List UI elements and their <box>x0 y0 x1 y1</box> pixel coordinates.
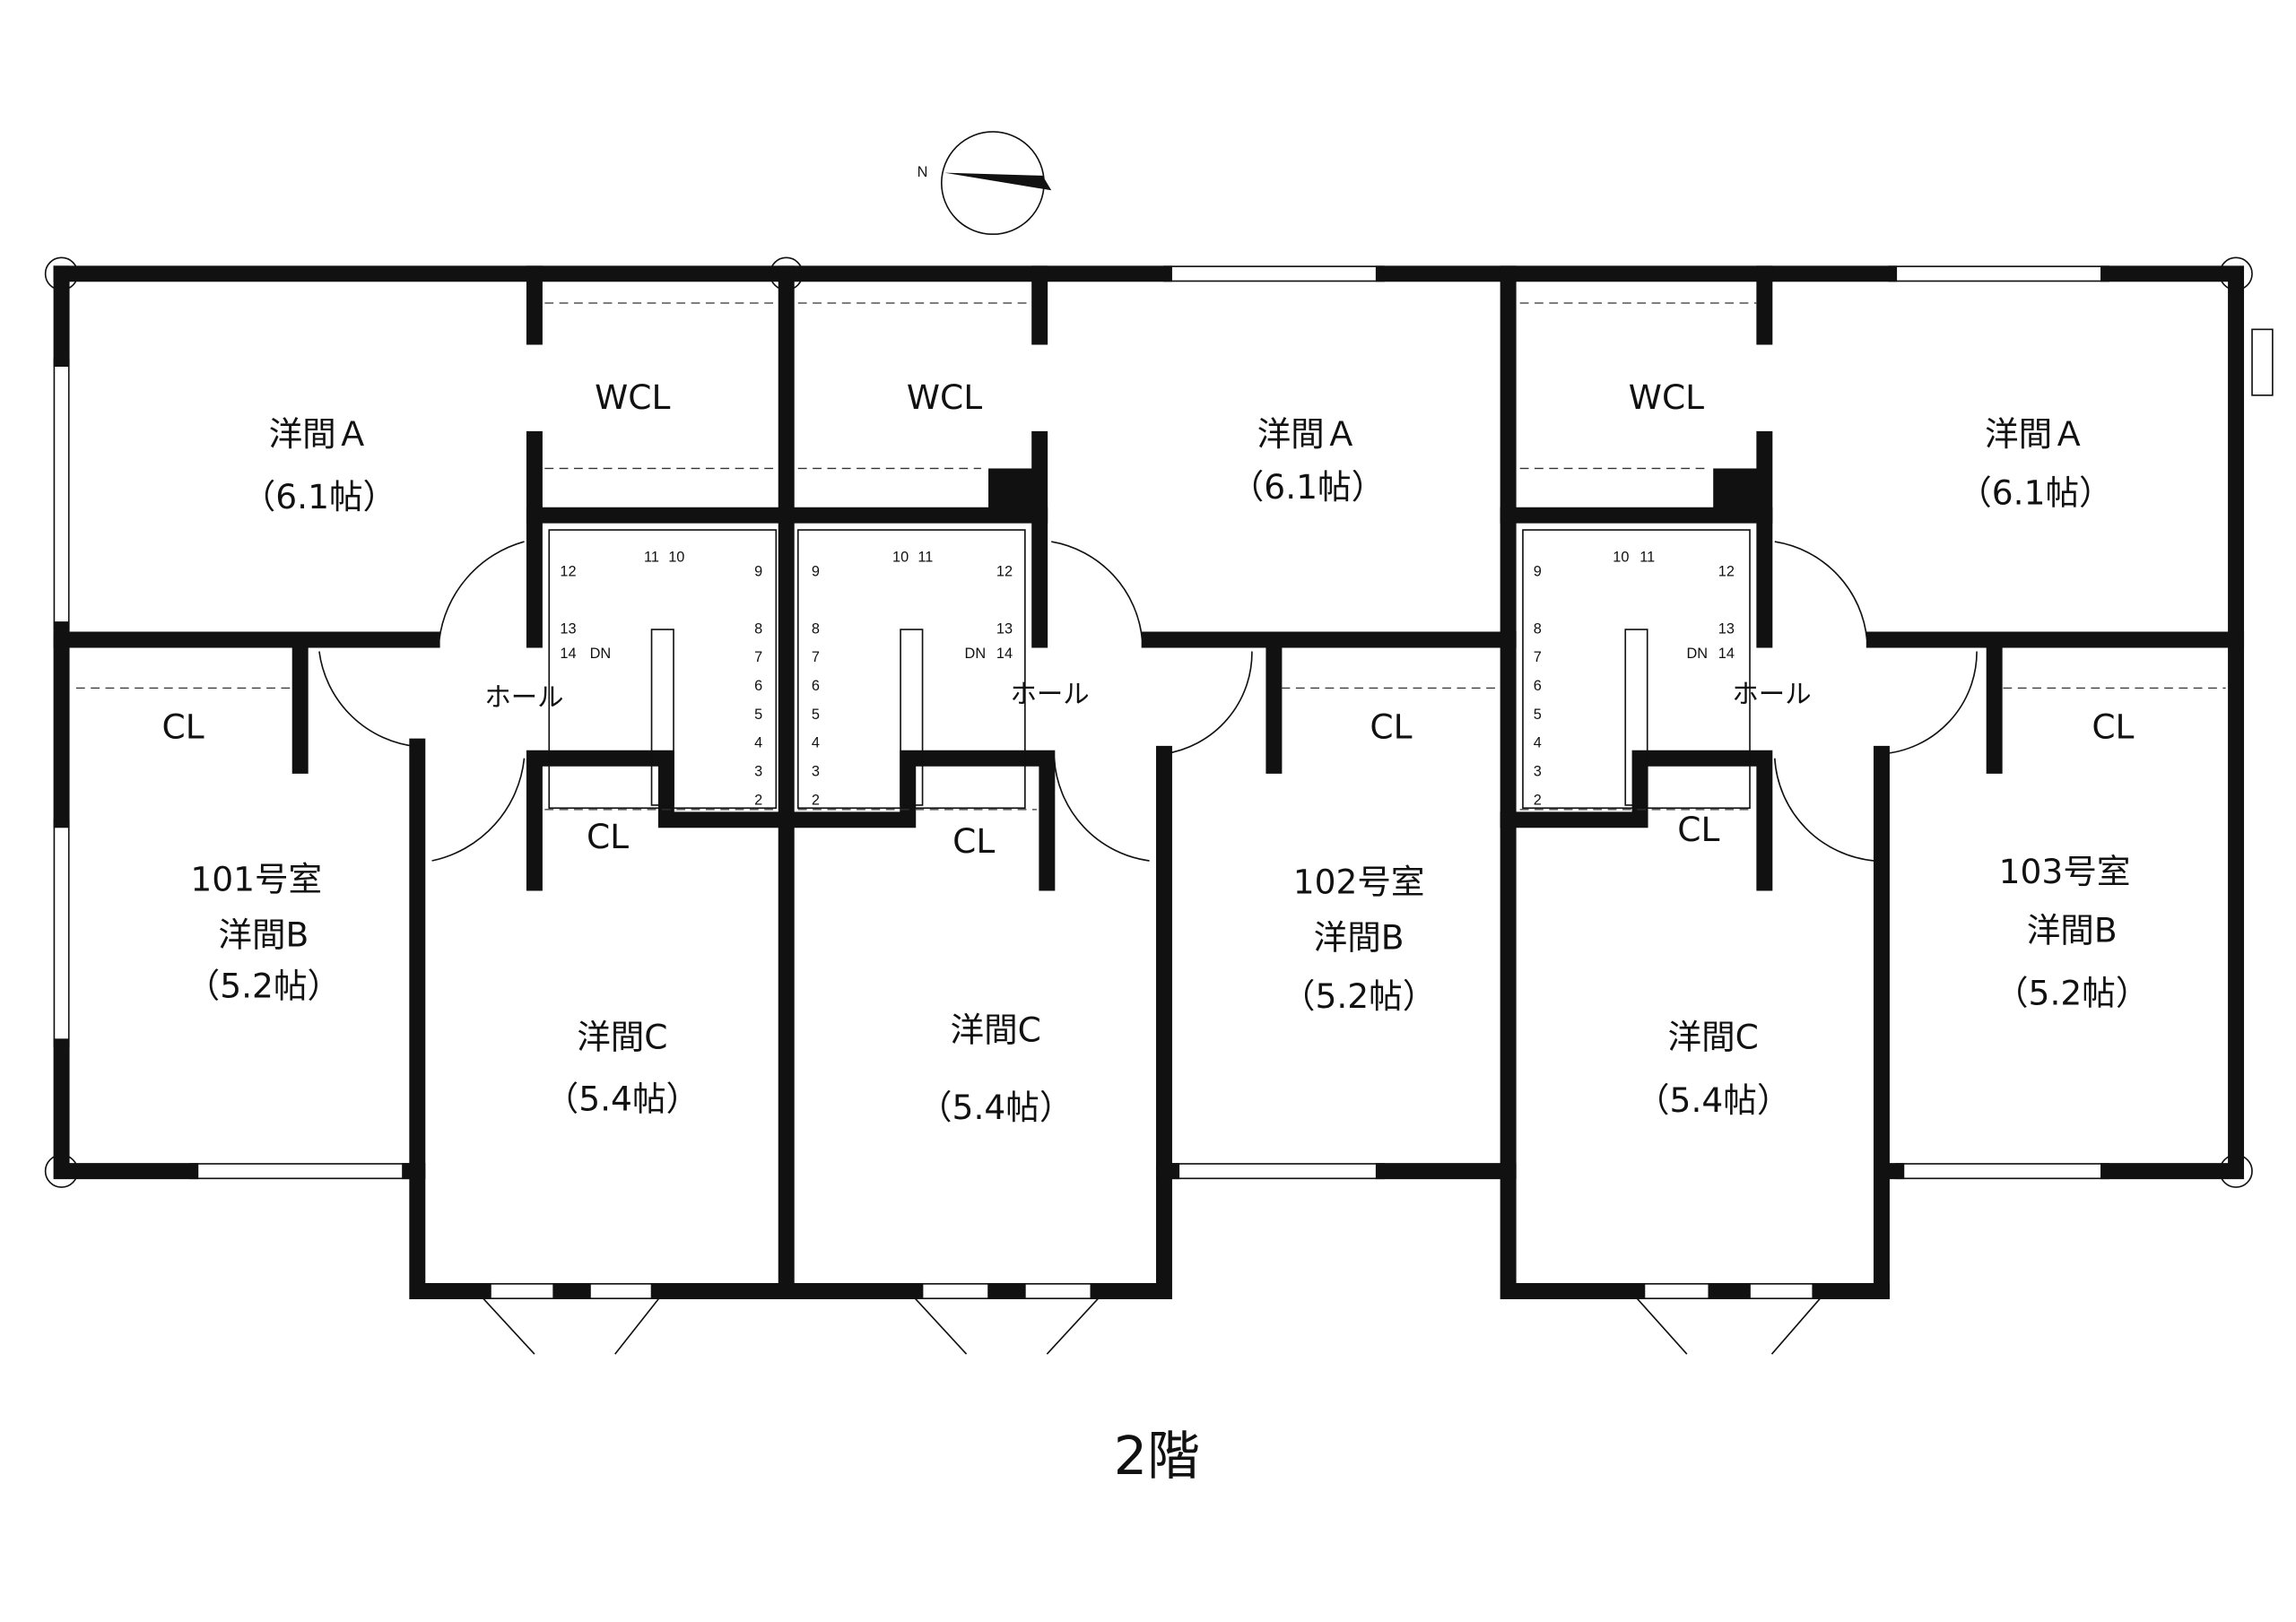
room-western-a-size: （6.1帖） <box>1958 473 2112 512</box>
stair-step-number: 2 <box>754 792 762 808</box>
room-western-b-label: 洋間B <box>1314 918 1405 958</box>
stair-step-number: 4 <box>812 735 820 751</box>
closet-guides <box>75 302 2226 811</box>
stair-step-number: 5 <box>1534 707 1542 723</box>
stair-step-number: 11 <box>918 549 933 565</box>
room-wcl-label: WCL <box>595 377 670 417</box>
unit-101: 洋間Ａ （6.1帖） WCL CL CL ホール 101号室 洋間B （5.2帖… <box>162 377 700 1118</box>
stair-down-label: DN <box>590 646 612 662</box>
stair-step-number: 4 <box>754 735 762 751</box>
stair-step-number: 13 <box>1718 620 1735 637</box>
stair-step-number: 11 <box>644 549 659 565</box>
stair-step-number: 2 <box>1534 792 1542 808</box>
stair-step-number: 6 <box>812 678 820 694</box>
stair-step-number: 10 <box>668 549 684 565</box>
stair-step-number: 8 <box>754 620 762 637</box>
room-hall-label: ホール <box>484 681 563 712</box>
stair-step-number: 12 <box>560 564 576 580</box>
room-western-b-size: （5.2帖） <box>1282 976 1436 1016</box>
room-wcl-label: WCL <box>1629 377 1704 417</box>
unit-number-label: 102号室 <box>1293 863 1425 902</box>
stair-step-number: 8 <box>812 620 820 637</box>
stair-step-number: 6 <box>1534 678 1542 694</box>
stair-step-number: 12 <box>1718 564 1735 580</box>
room-western-a-size: （6.1帖） <box>1231 467 1385 507</box>
room-western-b-size: （5.2帖） <box>1995 974 2149 1013</box>
stair-step-number: 3 <box>812 764 820 780</box>
room-cl-label: CL <box>162 707 204 747</box>
room-cl-label: CL <box>2092 707 2134 747</box>
room-hall-label: ホール <box>1732 679 1811 709</box>
stair-step-number: 11 <box>1639 549 1655 565</box>
stair-step-number: 14 <box>560 646 576 662</box>
room-cl-label: CL <box>1370 707 1412 747</box>
stair-step-number: 14 <box>1718 646 1735 662</box>
room-wcl-label: WCL <box>907 377 982 417</box>
stair-down-label: DN <box>1686 646 1708 662</box>
stair-step-number: 3 <box>754 764 762 780</box>
room-western-b-size: （5.2帖） <box>187 967 341 1006</box>
stair-step-number: 12 <box>996 564 1013 580</box>
walls <box>53 265 2245 1299</box>
stair-down-label: DN <box>965 646 987 662</box>
room-western-c-size: （5.4帖） <box>545 1079 700 1118</box>
room-cl-label: CL <box>1677 810 1719 849</box>
room-western-b-label: 洋間B <box>2027 911 2118 950</box>
stair-step-number: 5 <box>754 707 762 723</box>
stair-step-number: 4 <box>1534 735 1542 751</box>
windows <box>53 265 2274 1299</box>
room-hall-label: ホール <box>1011 679 1090 709</box>
room-western-c-size: （5.4帖） <box>1636 1080 1790 1120</box>
room-western-c-label: 洋間C <box>951 1010 1041 1050</box>
room-western-a-label: 洋間Ａ <box>269 414 370 454</box>
column-markers <box>44 256 2253 1188</box>
stair-step-numbers: 2 3 4 5 6 7 8 9 10 11 12 13 14 DN 2 3 4 5 6 7 8 9 10 11 12 13 14 DN… <box>560 549 1735 808</box>
room-western-a-label: 洋間Ａ <box>1985 414 2086 454</box>
stair-step-number: 3 <box>1534 764 1542 780</box>
room-western-a-size: （6.1帖） <box>242 477 396 516</box>
stair-step-number: 7 <box>812 649 820 665</box>
stair-step-number: 2 <box>812 792 820 808</box>
room-cl-label: CL <box>587 817 629 856</box>
compass-north-label: N <box>918 164 928 180</box>
stair-step-number: 7 <box>754 649 762 665</box>
stair-step-number: 6 <box>754 678 762 694</box>
north-compass: N <box>918 131 1052 236</box>
room-western-c-label: 洋間C <box>1668 1018 1759 1057</box>
unit-102: 洋間Ａ （6.1帖） WCL CL CL ホール 102号室 洋間B （5.2帖… <box>907 377 1436 1127</box>
stair-step-number: 13 <box>560 620 576 637</box>
unit-number-label: 101号室 <box>190 859 322 898</box>
stair-step-number: 9 <box>1534 564 1542 580</box>
unit-number-label: 103号室 <box>1999 852 2131 891</box>
room-western-c-label: 洋間C <box>577 1018 667 1057</box>
stair-step-number: 9 <box>754 564 762 580</box>
doors <box>318 541 1978 1355</box>
stair-step-number: 13 <box>996 620 1013 637</box>
unit-103: 洋間Ａ （6.1帖） WCL CL CL ホール 103号室 洋間B （5.2帖… <box>1629 377 2150 1120</box>
stair-step-number: 9 <box>812 564 820 580</box>
room-western-a-label: 洋間Ａ <box>1257 414 1359 454</box>
stair-step-number: 10 <box>1613 549 1629 565</box>
room-western-c-size: （5.4帖） <box>918 1088 1073 1127</box>
floor-title: 2階 <box>1114 1425 1200 1487</box>
stair-step-number: 10 <box>892 549 909 565</box>
stair-step-number: 7 <box>1534 649 1542 665</box>
room-cl-label: CL <box>952 821 995 861</box>
stair-step-number: 14 <box>996 646 1013 662</box>
stair-step-number: 5 <box>812 707 820 723</box>
stair-outlines <box>548 529 1751 810</box>
stair-step-number: 8 <box>1534 620 1542 637</box>
room-western-b-label: 洋間B <box>218 915 309 954</box>
